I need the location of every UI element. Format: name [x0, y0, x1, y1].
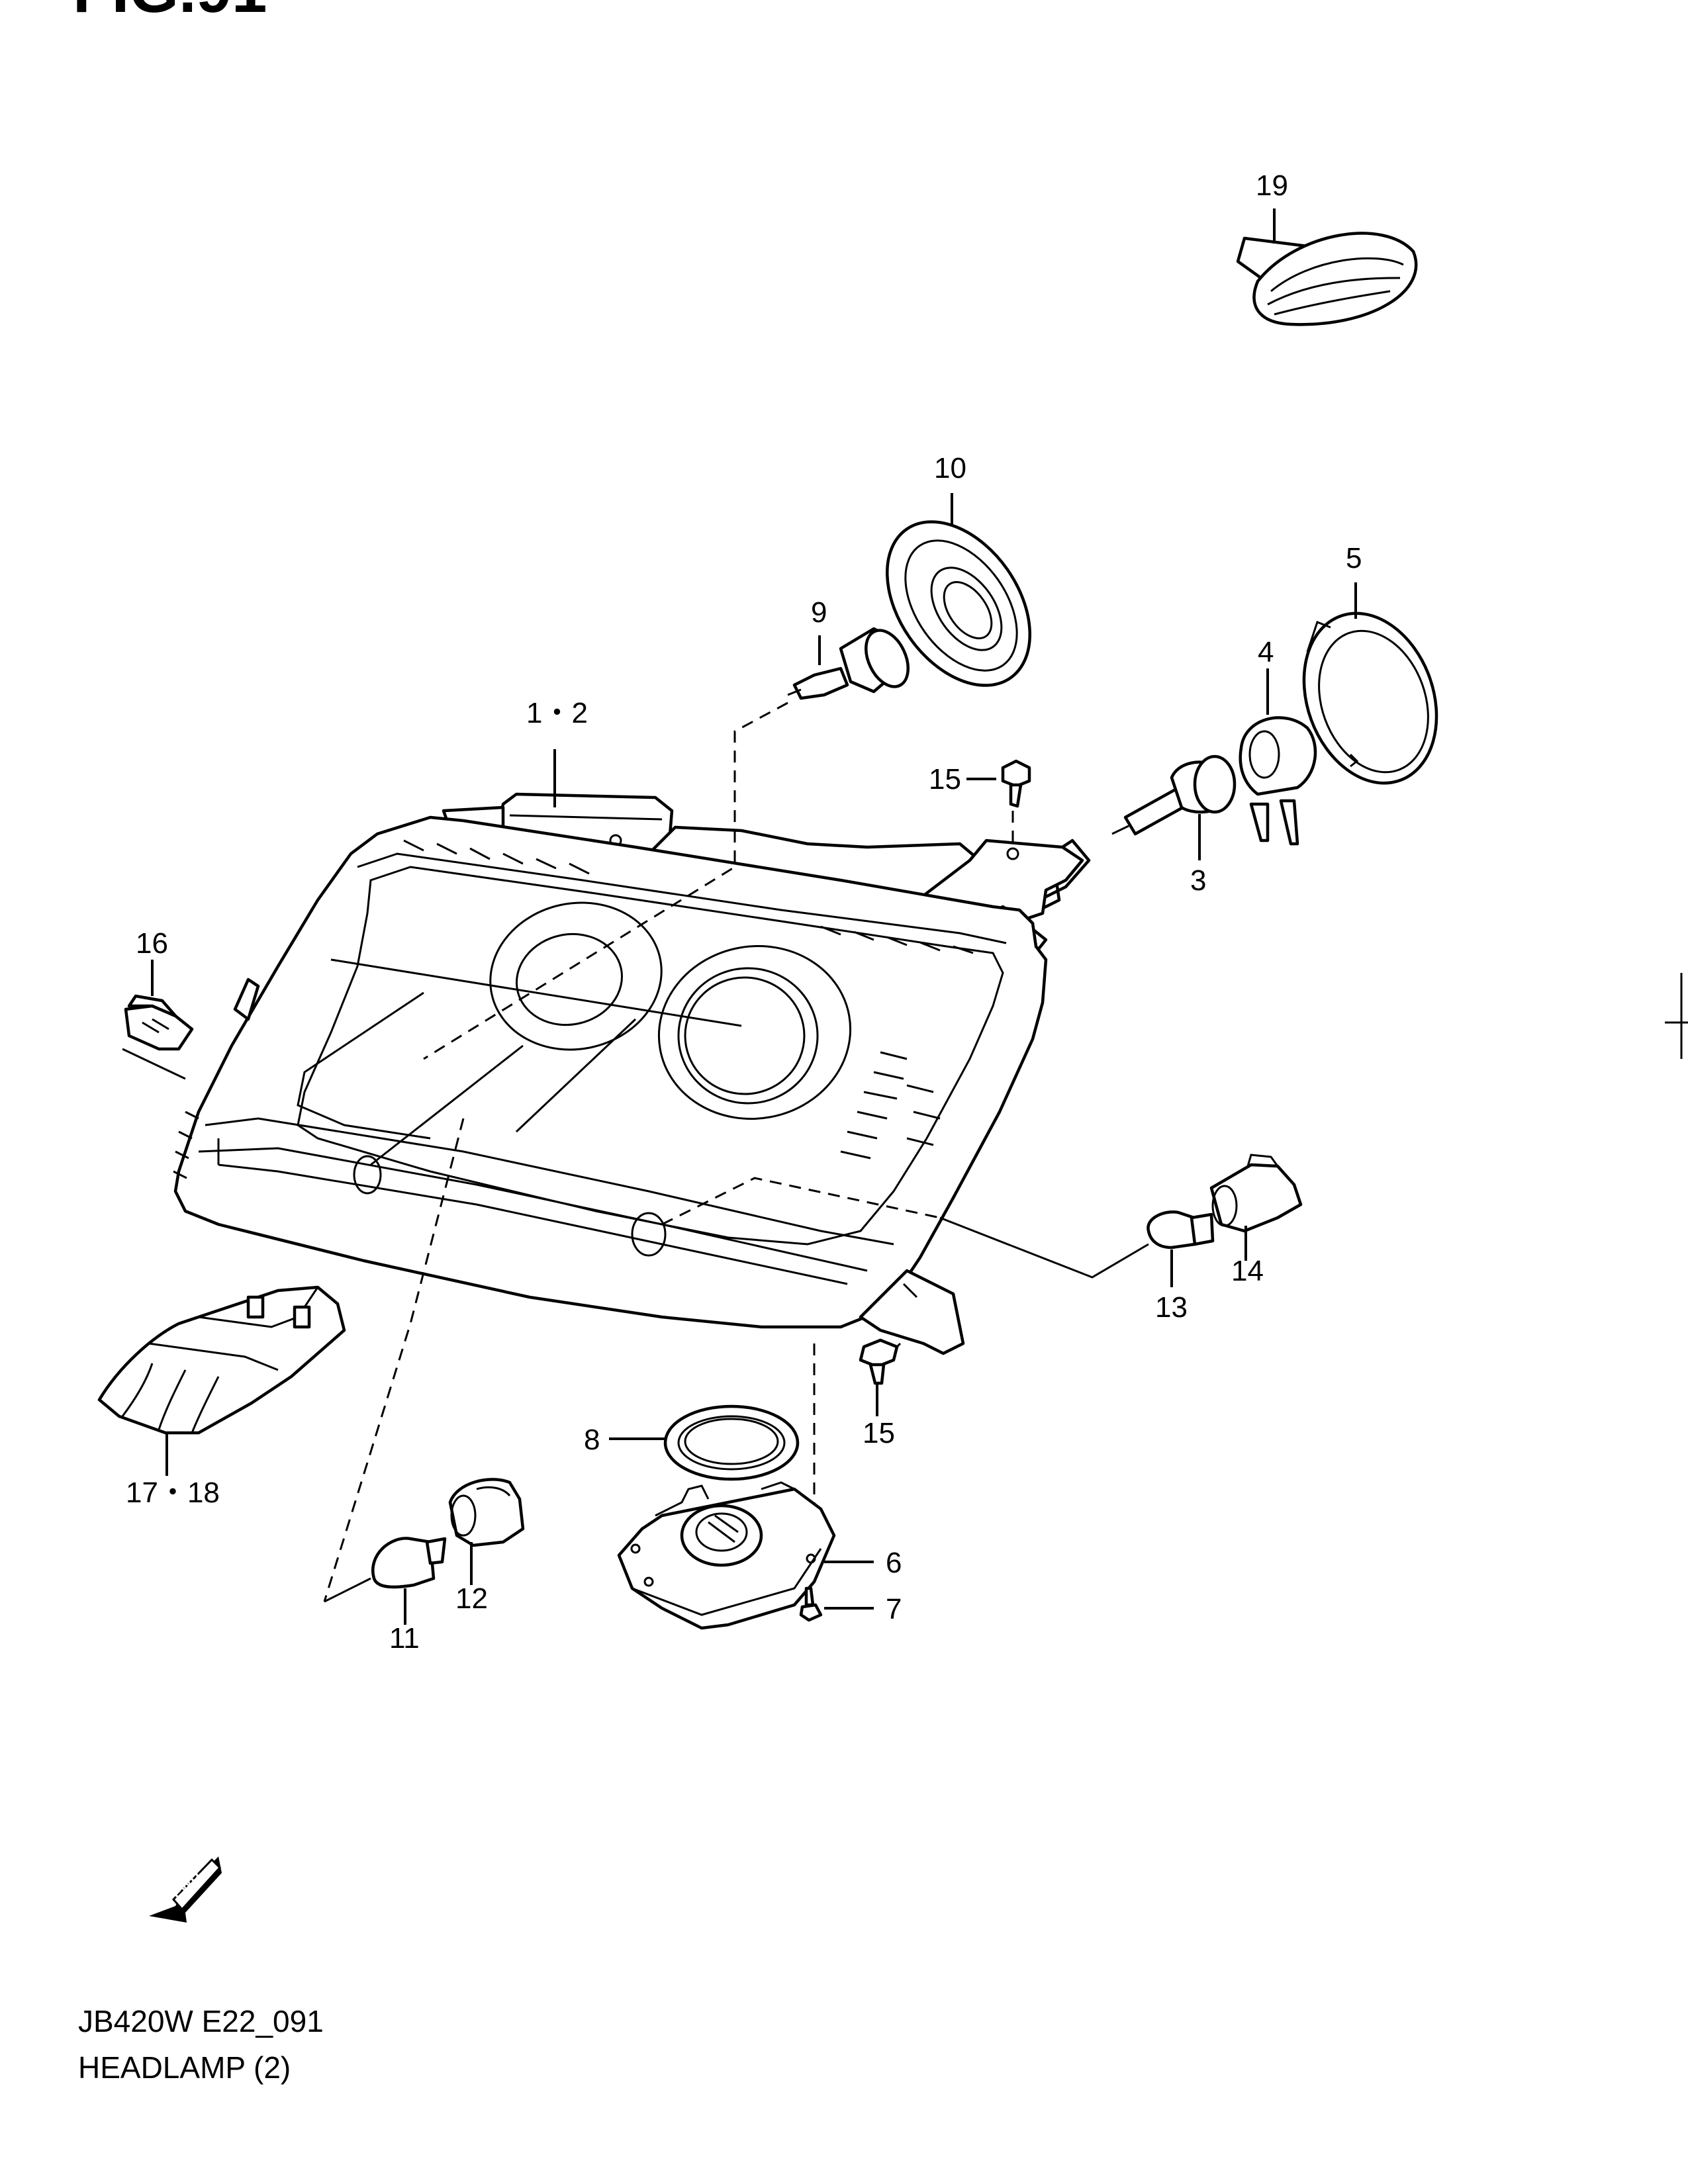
callout-17-18: 17・18 [126, 1477, 220, 1509]
caption-title: HEADLAMP (2) [78, 2050, 291, 2085]
callout-8: 8 [584, 1424, 600, 1456]
callout-10: 10 [934, 452, 966, 484]
part-8-seal [609, 1404, 800, 1481]
fwd-arrow-icon: FWD [149, 1856, 222, 1923]
part-19-side-marker [1236, 208, 1418, 326]
part-14-socket [1209, 1154, 1303, 1261]
callout-3: 3 [1190, 864, 1206, 897]
callout-4: 4 [1258, 636, 1274, 668]
part-1-2-headlamp-assembly [173, 749, 1091, 1355]
leader-9 [733, 702, 788, 831]
part-12-socket [448, 1478, 525, 1585]
part-9-bulb [787, 627, 910, 700]
callout-15-lower: 15 [863, 1417, 895, 1449]
part-16-clip [124, 960, 194, 1051]
leader-11 [323, 1118, 465, 1602]
figure-title: FIG.91 [73, 0, 267, 26]
callout-11: 11 [389, 1622, 420, 1655]
callout-12: 12 [455, 1582, 488, 1615]
part-6-ballast [617, 1481, 874, 1630]
part-10-cover [886, 493, 1031, 687]
callout-19: 19 [1256, 169, 1288, 202]
leader-1-2-9 [423, 831, 736, 1060]
part-5-cover [1302, 582, 1438, 785]
part-4-socket [1239, 668, 1317, 846]
callout-6: 6 [886, 1547, 902, 1579]
callout-14: 14 [1231, 1255, 1264, 1287]
part-7-screw [799, 1586, 874, 1622]
callout-5: 5 [1346, 542, 1362, 574]
part-3-hid-bulb [1111, 754, 1237, 860]
leader-13-14 [661, 1177, 941, 1226]
part-15-screw-upper [966, 759, 1031, 808]
part-15-screw-lower [859, 1338, 902, 1416]
callout-9: 9 [811, 596, 827, 629]
callout-15-upper: 15 [929, 763, 961, 796]
part-13-bulb [1147, 1210, 1215, 1287]
leader-13 [939, 1216, 1149, 1279]
callout-13: 13 [1155, 1291, 1188, 1324]
leader-16 [122, 1048, 186, 1080]
part-11-bulb [371, 1537, 447, 1625]
callout-16: 16 [136, 927, 168, 960]
leader-11-v [324, 1577, 371, 1603]
callout-7: 7 [886, 1593, 902, 1625]
callout-1-2: 1・2 [526, 697, 588, 729]
caption-code: JB420W E22_091 [78, 2004, 324, 2038]
part-17-18-cover [97, 1285, 346, 1476]
